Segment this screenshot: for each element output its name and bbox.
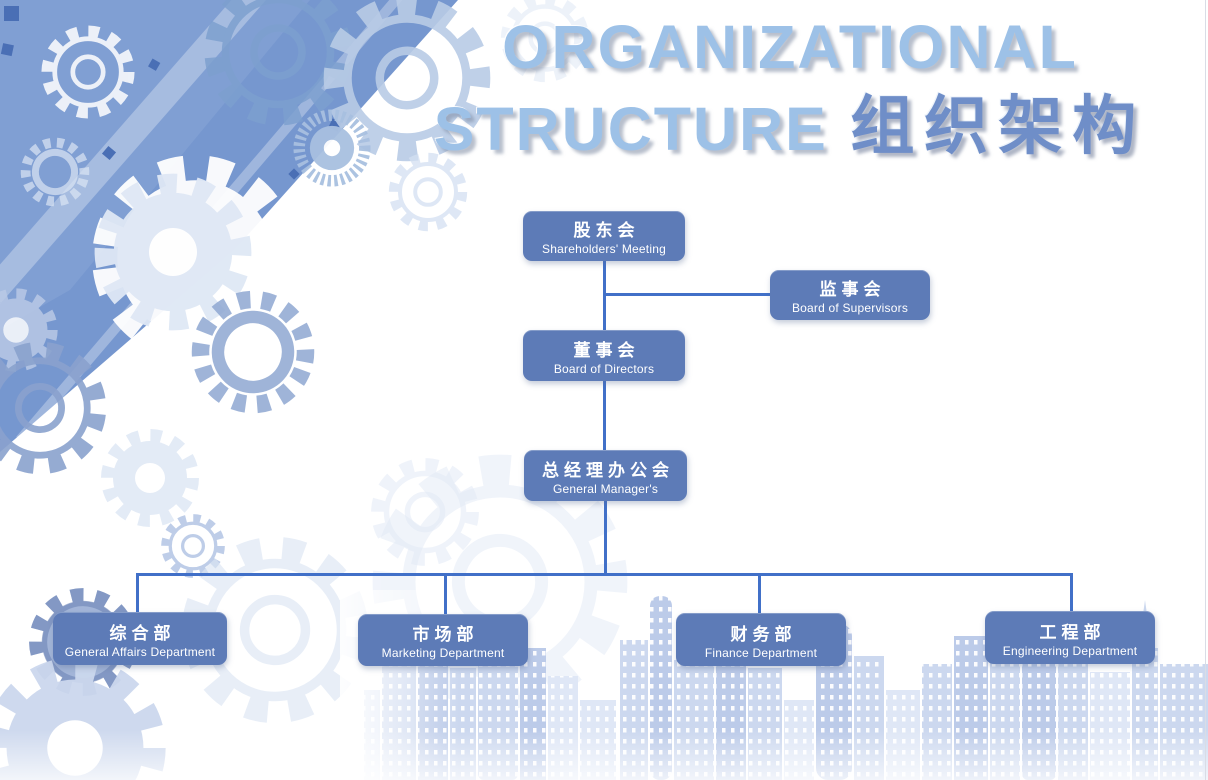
page-title: ORGANIZATIONAL STRUCTURE 组织架构 <box>378 8 1202 187</box>
node-title-zh: 工程部 <box>1039 622 1106 642</box>
org-node-marketing-dept: 市场部 Marketing Department <box>358 614 528 666</box>
connector-shareholders-supervisors <box>604 293 770 296</box>
page-title-line2-zh: 组织架构 <box>850 89 1147 164</box>
org-node-general-managers-office: 总经理办公会 General Manager's <box>524 450 687 501</box>
connector-drop-marketing <box>444 573 447 615</box>
node-title-zh: 监事会 <box>819 280 886 299</box>
node-title-en: Marketing Department <box>381 646 505 660</box>
city-skyline-decoration <box>0 590 1208 780</box>
node-title-zh: 市场部 <box>412 625 479 644</box>
node-title-en: General Affairs Department <box>64 644 216 659</box>
connector-drop-finance <box>758 573 761 614</box>
connector-directors-gm-office <box>603 381 606 450</box>
org-node-engineering-dept: 工程部 Engineering Department <box>985 611 1155 664</box>
connector-gm-office-bus <box>604 501 607 575</box>
node-title-en: Board of Directors <box>553 361 655 376</box>
node-title-zh: 综合部 <box>109 623 176 643</box>
node-title-en: Finance Department <box>704 645 818 660</box>
org-node-board-of-supervisors: 监事会 Board of Supervisors <box>770 270 930 320</box>
node-title-en: Board of Supervisors <box>791 301 909 315</box>
connector-drop-engineering <box>1070 573 1073 612</box>
node-title-en: General Manager's <box>552 481 659 496</box>
node-title-zh: 总经理办公会 <box>542 460 674 480</box>
org-node-shareholders-meeting: 股东会 Shareholders' Meeting <box>523 211 685 261</box>
org-node-general-affairs-dept: 综合部 General Affairs Department <box>53 612 227 665</box>
node-title-en: Engineering Department <box>1002 643 1138 658</box>
node-title-zh: 股东会 <box>573 221 640 240</box>
org-node-finance-dept: 财务部 Finance Department <box>676 613 846 666</box>
org-node-board-of-directors: 董事会 Board of Directors <box>523 330 685 381</box>
connector-bus-horizontal <box>136 573 1073 576</box>
page-title-line2: STRUCTURE 组织架构 <box>378 86 1202 187</box>
gear-collage-decoration <box>0 0 627 780</box>
node-title-zh: 财务部 <box>730 624 797 644</box>
node-title-en: Shareholders' Meeting <box>542 242 666 256</box>
connector-drop-general-affairs <box>136 573 139 613</box>
slide-right-border <box>1205 0 1206 780</box>
node-title-zh: 董事会 <box>573 340 640 360</box>
page-title-line2-en: STRUCTURE <box>433 95 828 163</box>
page-title-line1: ORGANIZATIONAL <box>502 13 1078 81</box>
